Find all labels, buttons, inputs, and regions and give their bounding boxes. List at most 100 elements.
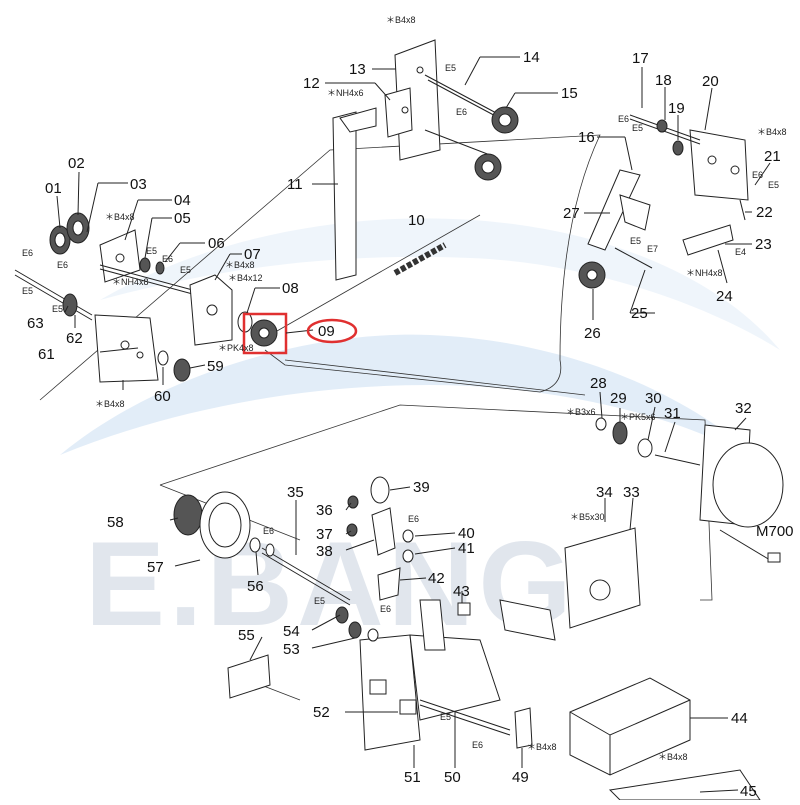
label-04: 04 xyxy=(174,192,191,209)
label-motor-m700: M700 xyxy=(756,523,794,540)
label-31: 31 xyxy=(664,405,681,422)
chain-path xyxy=(269,214,586,396)
part-25-pin xyxy=(614,247,653,269)
screw-b4x8-45: ＊B4x8 xyxy=(658,752,688,762)
label-49: 49 xyxy=(512,769,529,786)
part-32-motor xyxy=(699,424,784,563)
part-49-50-shaft xyxy=(419,699,533,749)
screw-b4x8-top: ＊B4x8 xyxy=(386,15,416,25)
part-11-plate xyxy=(332,107,377,281)
label-26: 26 xyxy=(584,325,601,342)
part-55-label xyxy=(227,654,271,699)
label-62: 62 xyxy=(66,330,83,347)
label-05: 05 xyxy=(174,210,191,227)
label-10: 10 xyxy=(408,212,425,229)
watermark-swoosh xyxy=(60,334,770,470)
part-33-plate xyxy=(564,527,641,629)
leader-lines xyxy=(56,56,771,793)
label-19: 19 xyxy=(668,100,685,117)
screw-e7-25: E7 xyxy=(647,244,658,254)
screw-e5-50: E5 xyxy=(440,712,451,722)
lower-frame-outline xyxy=(159,404,713,601)
part-26-sprocket xyxy=(578,261,606,289)
screw-b4x8-61: ＊B4x8 xyxy=(95,399,125,409)
part-09-sprocket[interactable] xyxy=(250,319,278,347)
screw-labels: ＊B4x8 E5 E6 ＊NH4x6 ＊B4x8 E6 E5 E6 E5 E6 … xyxy=(22,15,787,762)
screw-e6-14: E6 xyxy=(456,107,467,117)
screw-e6-56: E6 xyxy=(263,526,274,536)
watermark: E.BANG xyxy=(60,218,780,651)
label-38: 38 xyxy=(316,543,333,560)
label-27: 27 xyxy=(563,205,580,222)
label-61: 61 xyxy=(38,346,55,363)
screw-b4x12: ＊B4x12 xyxy=(228,273,263,283)
label-16: 16 xyxy=(578,129,595,146)
screw-nh4x8-left: ＊NH4x8 xyxy=(112,277,149,287)
label-01: 01 xyxy=(45,180,62,197)
screw-e6-01: E6 xyxy=(57,260,68,270)
label-37: 37 xyxy=(316,526,333,543)
part-57-58-wheel xyxy=(173,491,261,559)
label-12: 12 xyxy=(303,75,320,92)
screw-b4x8-49: ＊B4x8 xyxy=(527,742,557,752)
label-53: 53 xyxy=(283,641,300,658)
label-56: 56 xyxy=(247,578,264,595)
label-41: 41 xyxy=(458,540,475,557)
screw-e4-23: E4 xyxy=(735,247,746,257)
screw-b4x8-20: ＊B4x8 xyxy=(757,127,787,137)
highlight-box xyxy=(242,312,288,355)
screw-b4x8-07: ＊B4x8 xyxy=(225,260,255,270)
label-21: 21 xyxy=(764,148,781,165)
label-20: 20 xyxy=(702,73,719,90)
label-54: 54 xyxy=(283,623,300,640)
part-05-06-shaft xyxy=(99,257,201,297)
label-39: 39 xyxy=(413,479,430,496)
screw-b3x6: ＊B3x6 xyxy=(566,407,596,417)
part-10-chain xyxy=(393,242,447,276)
label-40: 40 xyxy=(458,525,475,542)
upper-assembly-outline xyxy=(39,134,601,401)
label-18: 18 xyxy=(655,72,672,89)
screw-e6-40: E6 xyxy=(408,514,419,524)
label-32: 32 xyxy=(735,400,752,417)
screw-e6-50: E6 xyxy=(472,740,483,750)
label-28: 28 xyxy=(590,375,607,392)
part-20-bracket xyxy=(689,129,749,201)
screw-pk4x8: ＊PK4x8 xyxy=(218,343,254,353)
label-44: 44 xyxy=(731,710,748,727)
label-33: 33 xyxy=(623,484,640,501)
part-45-plate xyxy=(608,769,761,801)
label-63: 63 xyxy=(27,315,44,332)
label-06: 06 xyxy=(208,235,225,252)
part-61-plate xyxy=(94,314,159,383)
screw-b4x8-04: ＊B4x8 xyxy=(105,212,135,222)
part-15-sprocket xyxy=(474,106,519,181)
label-25: 25 xyxy=(631,305,648,322)
screw-nh4x6: ＊NH4x6 xyxy=(327,88,364,98)
part-28-31-drive xyxy=(595,417,701,466)
screw-e5-18: E5 xyxy=(632,123,643,133)
label-42: 42 xyxy=(428,570,445,587)
label-03: 03 xyxy=(130,176,147,193)
part-07-block xyxy=(189,274,233,346)
watermark-text: E.BANG xyxy=(85,517,576,651)
screw-e6-42: E6 xyxy=(380,604,391,614)
part-44-box xyxy=(569,677,691,776)
label-50: 50 xyxy=(444,769,461,786)
label-57: 57 xyxy=(147,559,164,576)
label-07: 07 xyxy=(244,246,261,263)
label-22: 22 xyxy=(756,204,773,221)
screw-e6-left: E6 xyxy=(22,248,33,258)
label-11: 11 xyxy=(287,176,303,193)
label-34: 34 xyxy=(596,484,613,501)
label-09[interactable]: 09 xyxy=(318,323,335,340)
assembly-outlines xyxy=(39,134,713,701)
label-43: 43 xyxy=(453,583,470,600)
screw-e6-18: E6 xyxy=(618,114,629,124)
screw-e6-21: E6 xyxy=(752,170,763,180)
label-14: 14 xyxy=(523,49,540,66)
part-51-frame xyxy=(359,599,501,751)
screw-b5x30: ＊B5x30 xyxy=(570,512,605,522)
screw-e5-05: E5 xyxy=(146,246,157,256)
